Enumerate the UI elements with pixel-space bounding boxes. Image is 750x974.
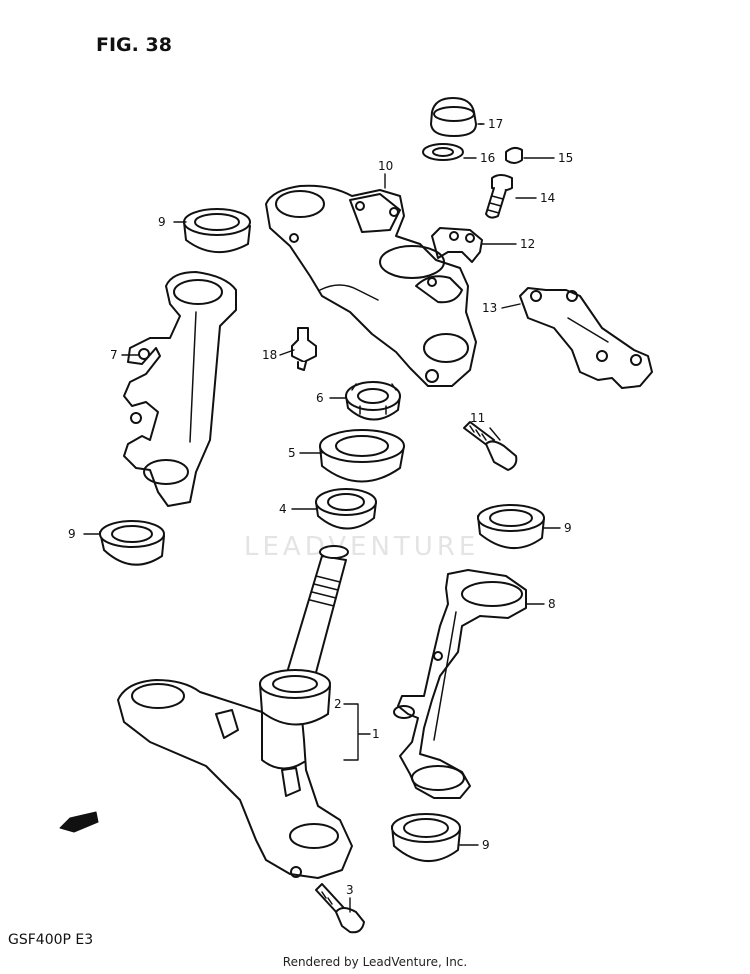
part-1-steering-stem bbox=[117, 545, 353, 879]
part-17-cap bbox=[430, 97, 477, 137]
part-16-washer bbox=[422, 143, 464, 161]
part-6-nut bbox=[345, 381, 401, 421]
part-3-bolt bbox=[315, 883, 365, 934]
part-7-left-bracket bbox=[123, 271, 237, 507]
part-15-plug bbox=[505, 146, 523, 164]
part-12-clamp bbox=[431, 227, 483, 263]
part-10-upper-bracket bbox=[265, 184, 477, 387]
callout-4: 4 bbox=[279, 502, 287, 516]
callout-12: 12 bbox=[520, 237, 535, 251]
part-18-stud bbox=[291, 327, 317, 371]
watermark: LEADVENTURE bbox=[244, 532, 480, 562]
callout-15: 15 bbox=[558, 151, 573, 165]
callout-17: 17 bbox=[488, 117, 503, 131]
callout-9-right: 9 bbox=[564, 521, 572, 535]
callout-3: 3 bbox=[346, 883, 354, 897]
callout-18: 18 bbox=[262, 348, 277, 362]
footer-credit: Rendered by LeadVenture, Inc. bbox=[282, 955, 468, 969]
part-9-seal-l bbox=[99, 520, 165, 566]
part-4-bearing bbox=[315, 488, 377, 530]
leader-lines bbox=[83, 123, 561, 913]
part-8-right-bracket bbox=[393, 569, 527, 799]
callout-9-upper-left: 9 bbox=[158, 215, 166, 229]
callout-11: 11 bbox=[470, 411, 485, 425]
callout-13: 13 bbox=[482, 301, 497, 315]
callout-7: 7 bbox=[110, 348, 118, 362]
callout-1: 1 bbox=[372, 727, 380, 741]
callout-8: 8 bbox=[548, 597, 556, 611]
callout-2: 2 bbox=[334, 697, 342, 711]
part-9-seal-lr bbox=[391, 813, 461, 863]
callout-5: 5 bbox=[288, 446, 296, 460]
part-9-seal-ul bbox=[183, 208, 251, 254]
callout-labels: 1 2 3 4 5 6 7 8 9 9 9 9 10 11 12 13 14 1… bbox=[68, 117, 573, 897]
callout-6: 6 bbox=[316, 391, 324, 405]
callout-9-left: 9 bbox=[68, 527, 76, 541]
part-13-bracket bbox=[519, 287, 653, 389]
part-14-bolt bbox=[485, 174, 513, 219]
figure-title: FIG. 38 bbox=[96, 34, 172, 56]
part-9-seal-r bbox=[477, 504, 545, 550]
callout-16: 16 bbox=[480, 151, 495, 165]
fwd-arrow-icon: FWD bbox=[59, 811, 99, 833]
part-2-bearing bbox=[259, 669, 331, 726]
part-11-bolt bbox=[463, 421, 518, 471]
callout-14: 14 bbox=[540, 191, 555, 205]
callout-10: 10 bbox=[378, 159, 393, 173]
model-code: GSF400P E3 bbox=[8, 932, 94, 948]
part-5-bearing bbox=[319, 429, 405, 483]
callout-9-lower-right: 9 bbox=[482, 838, 490, 852]
